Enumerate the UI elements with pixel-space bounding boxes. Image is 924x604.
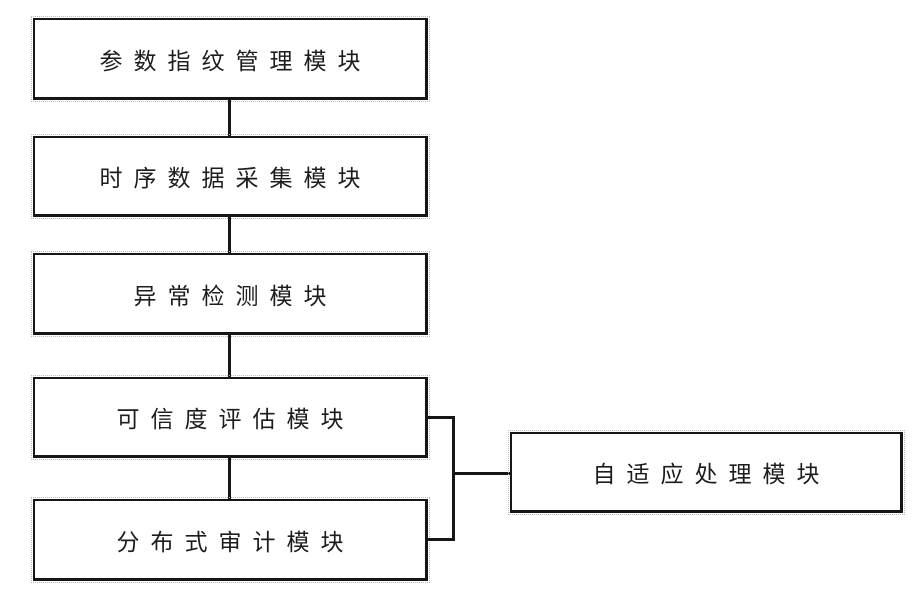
box-label-anomaly-detection: 异常检测模块 [133,283,338,310]
connector-bracket-vertical [452,416,455,541]
connector-box1-box2 [228,100,231,136]
connector-box5-bracket [428,538,455,541]
box-label-adaptive-processing: 自适应处理模块 [592,462,831,488]
connector-box4-bracket [428,416,455,419]
box-distributed-audit: 分布式审计模块 [31,497,430,583]
box-adaptive-processing: 自适应处理模块 [508,430,905,515]
connector-bracket-box6 [455,472,510,475]
box-label-parameter-fingerprint-management: 参数指纹管理模块 [99,48,372,75]
box-credibility-evaluation: 可信度评估模块 [31,375,430,460]
box-parameter-fingerprint-management: 参数指纹管理模块 [31,16,430,102]
connector-box2-box3 [228,217,231,253]
box-label-credibility-evaluation: 可信度评估模块 [116,407,355,433]
box-anomaly-detection: 异常检测模块 [31,251,430,337]
box-label-time-series-data-collection: 时序数据采集模块 [99,166,372,192]
connector-box4-box5 [228,458,231,499]
box-time-series-data-collection: 时序数据采集模块 [31,134,430,219]
box-label-distributed-audit: 分布式审计模块 [116,529,355,556]
connector-box3-box4 [228,335,231,377]
